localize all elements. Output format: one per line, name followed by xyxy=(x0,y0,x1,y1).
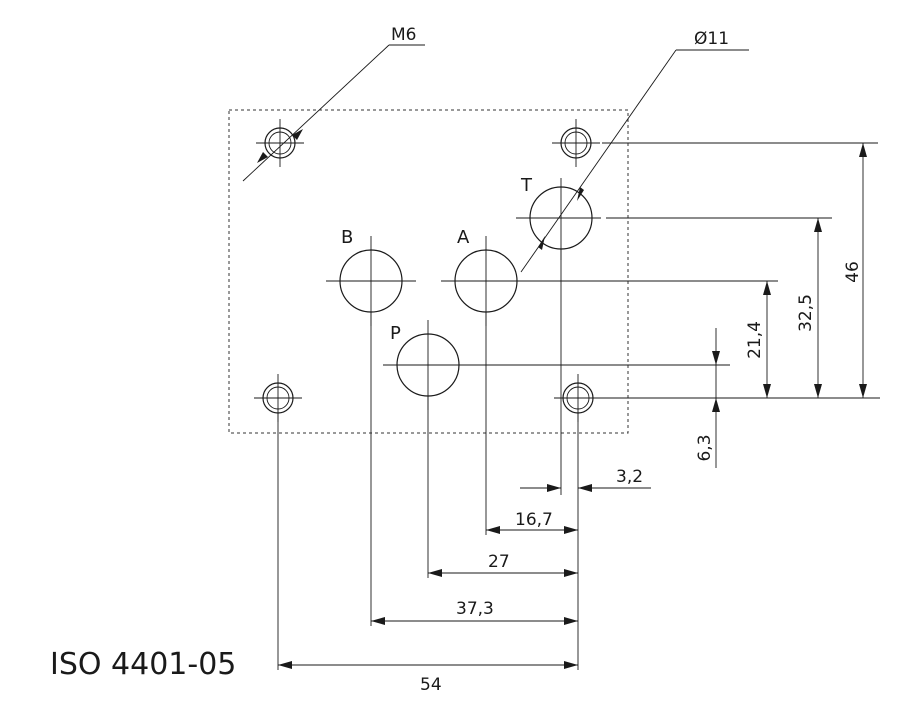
dimension-a-offset: 16,7 xyxy=(515,510,553,530)
diameter-leader xyxy=(520,49,749,273)
mounting-hole-top-left xyxy=(256,119,304,167)
port-p-label: P xyxy=(390,323,401,344)
dimension-t-height: 32,5 xyxy=(796,294,816,332)
standard-title: ISO 4401-05 xyxy=(50,647,236,682)
thread-label: M6 xyxy=(391,25,416,45)
dimension-t-offset: 3,2 xyxy=(616,467,643,487)
dimension-line-32-5 xyxy=(814,218,822,398)
dimension-line-6-3 xyxy=(712,328,720,468)
port-a-label: A xyxy=(457,227,470,248)
dimension-b-offset: 37,3 xyxy=(456,599,494,619)
dimension-line-16-7 xyxy=(486,526,578,534)
dimension-line-46 xyxy=(859,143,867,398)
dimension-p-height: 6,3 xyxy=(695,434,715,461)
dimension-total-height: 46 xyxy=(843,261,863,283)
dimension-p-offset: 27 xyxy=(488,552,510,572)
dimension-line-27 xyxy=(428,569,578,577)
dimension-ab-height: 21,4 xyxy=(745,321,765,359)
dimension-total-width: 54 xyxy=(420,675,442,695)
mounting-surface-outline xyxy=(228,109,629,434)
dimension-line-54 xyxy=(278,661,578,669)
port-b-label: B xyxy=(341,227,353,248)
dimension-line-37-3 xyxy=(371,617,578,625)
port-t-label: T xyxy=(520,175,533,196)
diameter-label: Ø11 xyxy=(694,29,729,49)
dimension-line-3-2 xyxy=(520,484,651,492)
dimension-line-21-4 xyxy=(763,281,771,398)
thread-leader xyxy=(242,44,425,182)
mounting-hole-top-right xyxy=(552,119,600,167)
